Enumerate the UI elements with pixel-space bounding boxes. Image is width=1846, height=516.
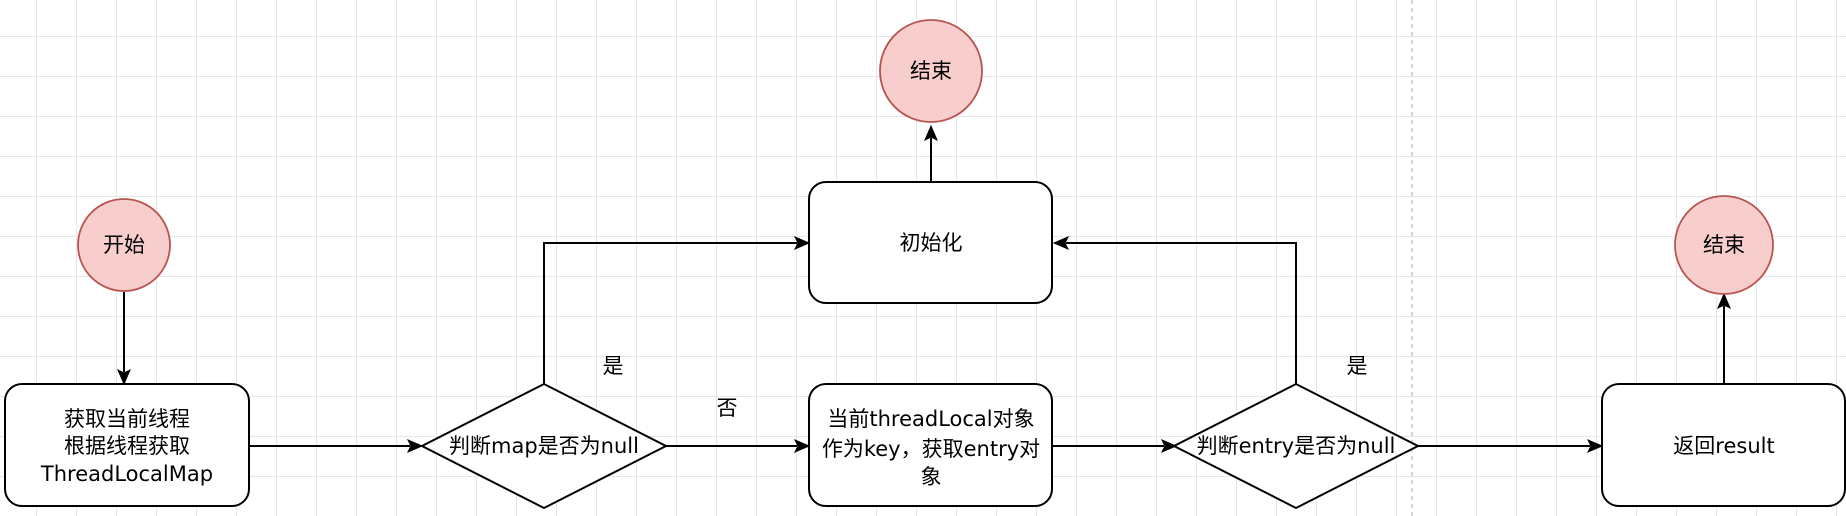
arrowhead [1586, 439, 1604, 453]
edge-label-map-no: 否 [717, 396, 738, 420]
node-get-thread-line-2: 根据线程获取 [64, 434, 190, 458]
node-get-thread-line-3: ThreadLocalMap [40, 462, 213, 486]
edge-check-entry-to-init [1066, 242, 1297, 384]
edge-check-map-to-init [543, 242, 797, 384]
edge-label-entry-yes: 是 [1347, 354, 1368, 378]
node-check-map: 判断map是否为null [419, 382, 669, 510]
arrowhead [924, 124, 938, 142]
arrowhead [793, 236, 811, 250]
arrowhead [1717, 292, 1731, 310]
node-start: 开始 [77, 198, 171, 292]
edge-label-map-yes: 是 [603, 354, 624, 378]
node-end-top-label: 结束 [910, 59, 952, 83]
node-return-result-label: 返回result [1673, 434, 1774, 458]
node-get-thread-line-1: 获取当前线程 [64, 407, 190, 431]
node-start-label: 开始 [103, 233, 145, 257]
arrowhead [1160, 439, 1178, 453]
node-get-entry-line-1: 当前threadLocal对象 [827, 407, 1034, 431]
edges [117, 124, 1731, 453]
node-init-label: 初始化 [900, 231, 963, 255]
node-get-thread: 获取当前线程 根据线程获取 ThreadLocalMap [4, 383, 250, 507]
node-check-map-label: 判断map是否为null [449, 434, 639, 458]
node-get-entry-line-2: 作为key，获取entry对 [822, 437, 1040, 461]
node-end-right: 结束 [1674, 195, 1774, 295]
node-end-right-label: 结束 [1703, 233, 1745, 257]
node-init: 初始化 [808, 181, 1053, 304]
arrowhead [1052, 236, 1070, 250]
node-get-entry: 当前threadLocal对象 作为key，获取entry对 象 [808, 383, 1053, 507]
node-return-result: 返回result [1601, 383, 1846, 507]
node-end-top: 结束 [879, 19, 983, 123]
arrowhead [793, 439, 811, 453]
node-check-entry: 判断entry是否为null [1171, 382, 1421, 510]
node-check-entry-label: 判断entry是否为null [1197, 434, 1396, 458]
node-get-entry-line-3: 象 [921, 465, 942, 489]
arrowhead [406, 439, 424, 453]
arrowhead [117, 368, 131, 386]
